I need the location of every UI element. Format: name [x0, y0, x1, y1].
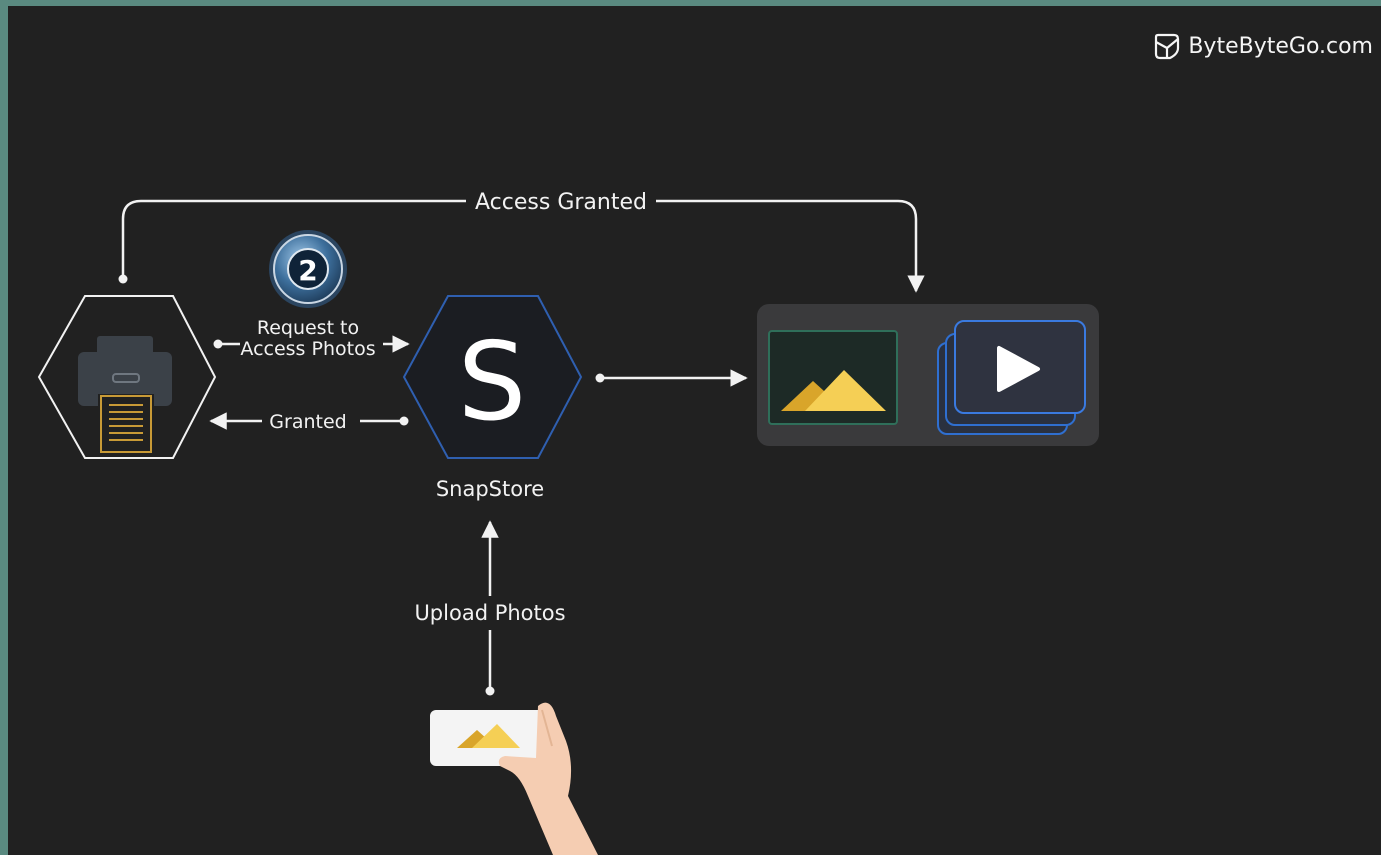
printer-node	[37, 295, 217, 459]
upload-arrow-dot	[485, 686, 495, 696]
oauth2-badge-icon: 2	[269, 230, 347, 308]
brand-logo: ByteByteGo.com	[1154, 32, 1373, 60]
photo-icon	[768, 330, 898, 425]
video-stack-icon	[937, 320, 1086, 435]
diagram-canvas: Access Granted 2 Request t	[8, 6, 1381, 855]
access-granted-label: Access Granted	[475, 190, 647, 215]
access-granted-arrow	[121, 199, 925, 293]
request-arrow-dot	[213, 339, 223, 349]
upload-label: Upload Photos	[414, 601, 565, 625]
request-label-line2: Access Photos	[240, 338, 375, 360]
brand-name[interactable]: ByteByteGo.com	[1188, 33, 1373, 59]
printer-icon	[78, 336, 172, 453]
media-panel	[757, 304, 1099, 446]
snapstore-node: S	[402, 295, 583, 459]
snapstore-logo-icon: S	[458, 320, 527, 445]
snapstore-to-media-dot	[595, 373, 605, 383]
granted-label: Granted	[269, 411, 346, 433]
snapstore-label: SnapStore	[436, 477, 544, 501]
upload-label-bg	[400, 596, 580, 630]
diagram-svg: Access Granted 2 Request t	[37, 190, 1099, 855]
request-label-line1: Request to	[257, 317, 359, 339]
oauth2-badge-digit: 2	[298, 254, 317, 287]
bytebytego-logo-icon	[1155, 33, 1180, 60]
access-granted-start-dot	[118, 274, 128, 284]
granted-arrow-dot	[399, 416, 409, 426]
hand-holding-phone-icon	[430, 702, 598, 855]
